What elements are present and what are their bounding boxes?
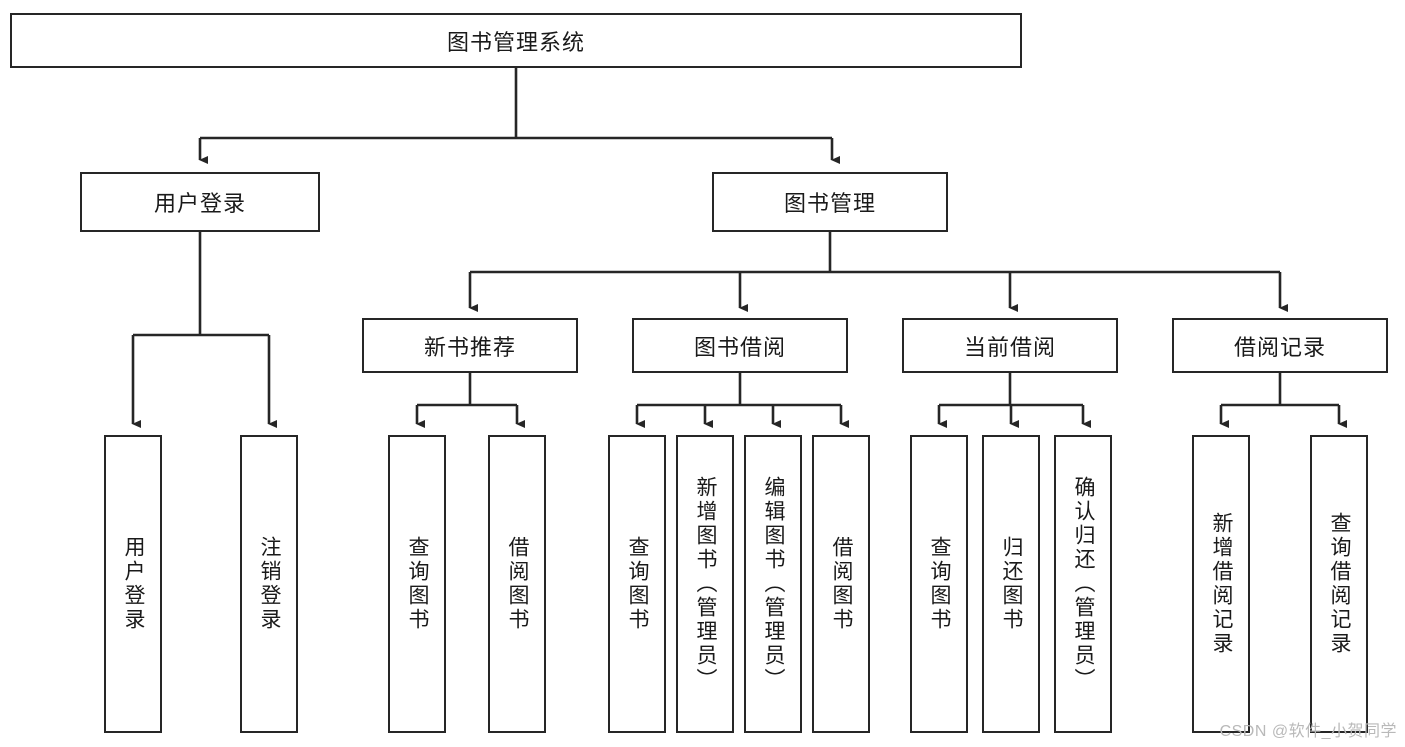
node-book-management-label: 图书管理 xyxy=(783,191,876,216)
node-leaf-query-borrow-record-label: 查询借阅记录 xyxy=(1328,512,1352,656)
node-leaf-query-book-recommend[interactable]: 查询图书 xyxy=(388,435,446,733)
node-new-book-recommend[interactable]: 新书推荐 xyxy=(362,318,578,373)
node-book-management[interactable]: 图书管理 xyxy=(712,172,948,232)
edge-borrow-record-to-leaves xyxy=(1219,373,1347,428)
node-root-system[interactable]: 图书管理系统 xyxy=(10,13,1022,68)
node-user-login[interactable]: 用户登录 xyxy=(80,172,320,232)
node-leaf-borrow-book-recommend[interactable]: 借阅图书 xyxy=(488,435,546,733)
node-leaf-query-book-current[interactable]: 查询图书 xyxy=(910,435,968,733)
node-leaf-borrow-book-label: 借阅图书 xyxy=(830,536,854,632)
node-leaf-query-book-borrow[interactable]: 查询图书 xyxy=(608,435,666,733)
node-borrow-record[interactable]: 借阅记录 xyxy=(1172,318,1388,373)
node-leaf-return-book[interactable]: 归还图书 xyxy=(982,435,1040,733)
node-user-login-label: 用户登录 xyxy=(153,191,246,216)
node-leaf-add-borrow-record[interactable]: 新增借阅记录 xyxy=(1192,435,1250,733)
edge-root-to-level2 xyxy=(198,68,840,164)
node-leaf-confirm-return-label: 确认归还（管理员） xyxy=(1072,476,1096,692)
node-leaf-borrow-book[interactable]: 借阅图书 xyxy=(812,435,870,733)
node-leaf-return-book-label: 归还图书 xyxy=(1000,536,1024,632)
node-new-book-recommend-label: 新书推荐 xyxy=(423,334,516,360)
node-current-borrow[interactable]: 当前借阅 xyxy=(902,318,1118,373)
watermark-text: CSDN @软件_小贺同学 xyxy=(1219,723,1397,740)
node-leaf-add-book-label: 新增图书（管理员） xyxy=(694,476,718,692)
node-leaf-borrow-book-recommend-label: 借阅图书 xyxy=(506,536,530,632)
edge-book-borrow-to-leaves xyxy=(635,373,849,428)
node-leaf-logout[interactable]: 注销登录 xyxy=(240,435,298,733)
node-leaf-edit-book[interactable]: 编辑图书（管理员） xyxy=(744,435,802,733)
edge-new-book-recommend-to-leaves xyxy=(415,373,525,428)
edge-current-borrow-to-leaves xyxy=(937,373,1091,428)
node-book-borrow[interactable]: 图书借阅 xyxy=(632,318,848,373)
node-current-borrow-label: 当前借阅 xyxy=(963,334,1056,360)
node-leaf-query-book-recommend-label: 查询图书 xyxy=(406,536,430,632)
node-leaf-user-login[interactable]: 用户登录 xyxy=(104,435,162,733)
node-leaf-query-borrow-record[interactable]: 查询借阅记录 xyxy=(1310,435,1368,733)
node-root-label: 图书管理系统 xyxy=(446,29,585,55)
node-book-borrow-label: 图书借阅 xyxy=(693,334,786,360)
edge-user-login-to-leaves xyxy=(131,232,277,428)
node-leaf-add-borrow-record-label: 新增借阅记录 xyxy=(1210,512,1234,656)
node-borrow-record-label: 借阅记录 xyxy=(1233,334,1326,360)
node-leaf-query-book-borrow-label: 查询图书 xyxy=(626,536,650,632)
node-leaf-user-login-label: 用户登录 xyxy=(122,536,146,632)
edge-book-management-to-level3 xyxy=(468,232,1288,312)
node-leaf-add-book[interactable]: 新增图书（管理员） xyxy=(676,435,734,733)
node-leaf-logout-label: 注销登录 xyxy=(258,536,282,632)
node-leaf-query-book-current-label: 查询图书 xyxy=(928,536,952,632)
node-leaf-edit-book-label: 编辑图书（管理员） xyxy=(762,476,786,692)
node-leaf-confirm-return[interactable]: 确认归还（管理员） xyxy=(1054,435,1112,733)
